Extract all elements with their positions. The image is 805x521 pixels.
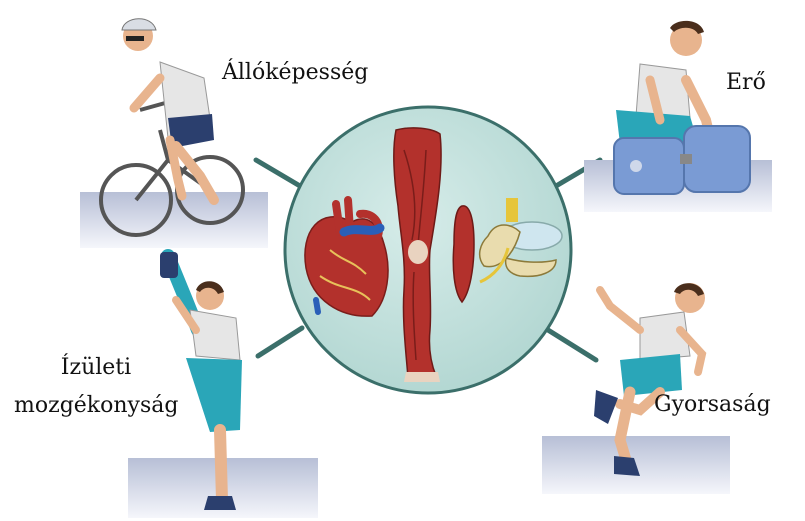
label-strength: Erő	[726, 70, 766, 95]
label-speed: Gyorsaság	[654, 392, 771, 417]
label-flexibility-line2: mozgékonyság	[14, 393, 178, 418]
label-flexibility-line1: Ízületi	[26, 355, 166, 380]
label-endurance: Állóképesség	[222, 60, 368, 85]
weightlifter-icon	[614, 21, 750, 194]
